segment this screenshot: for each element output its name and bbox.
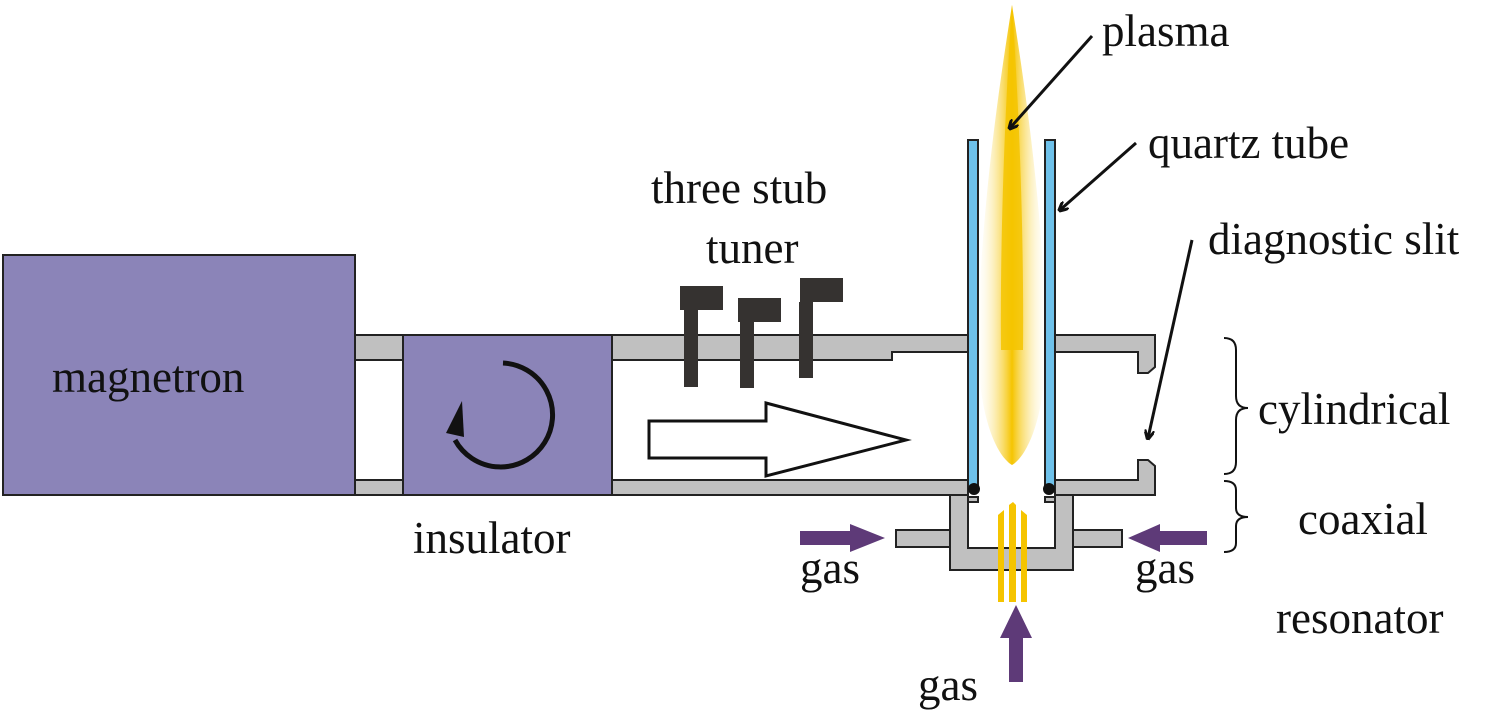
- gas-arrow-bottom-icon: [1000, 605, 1032, 682]
- quartz-tube-pointer: [1060, 141, 1137, 210]
- resonator-label: resonator: [1276, 593, 1443, 643]
- coaxial-resonator: [895, 494, 1123, 571]
- gas-inlet-right-pipe: [1072, 529, 1123, 548]
- tuner-label-line2: tuner: [706, 223, 798, 273]
- gas-arrow-left-icon: [800, 524, 885, 552]
- diagnostic-slit-pointer: [1148, 239, 1194, 438]
- diagnostic-slit-label: diagnostic slit: [1208, 214, 1460, 264]
- insulator-label: insulator: [413, 513, 570, 563]
- tuner-label-line1: three stub: [651, 163, 827, 213]
- gas-feed-rods: [998, 502, 1027, 602]
- quartz-tube-label: quartz tube: [1148, 118, 1349, 168]
- coaxial-brace: [1223, 480, 1249, 553]
- magnetron-label: magnetron: [52, 352, 244, 402]
- quartz-tube: [967, 139, 1056, 495]
- gas-arrow-right-icon: [1128, 524, 1207, 552]
- insulator-block: [402, 334, 613, 496]
- microwave-direction-arrow: [647, 401, 912, 478]
- plasma-pointer: [1010, 35, 1094, 128]
- gas-bottom-label: gas: [918, 660, 978, 710]
- cylindrical-label: cylindrical: [1258, 384, 1450, 434]
- gas-left-label: gas: [800, 543, 860, 593]
- gas-right-label: gas: [1135, 543, 1195, 593]
- coaxial-label: coaxial: [1298, 494, 1428, 544]
- magnetron-block: [2, 254, 356, 496]
- cylindrical-brace: [1223, 337, 1249, 475]
- circular-arrow-icon: [446, 360, 555, 470]
- gas-inlet-left-pipe: [895, 529, 951, 548]
- plasma-label: plasma: [1102, 6, 1229, 56]
- three-stub-tuner: [680, 278, 843, 388]
